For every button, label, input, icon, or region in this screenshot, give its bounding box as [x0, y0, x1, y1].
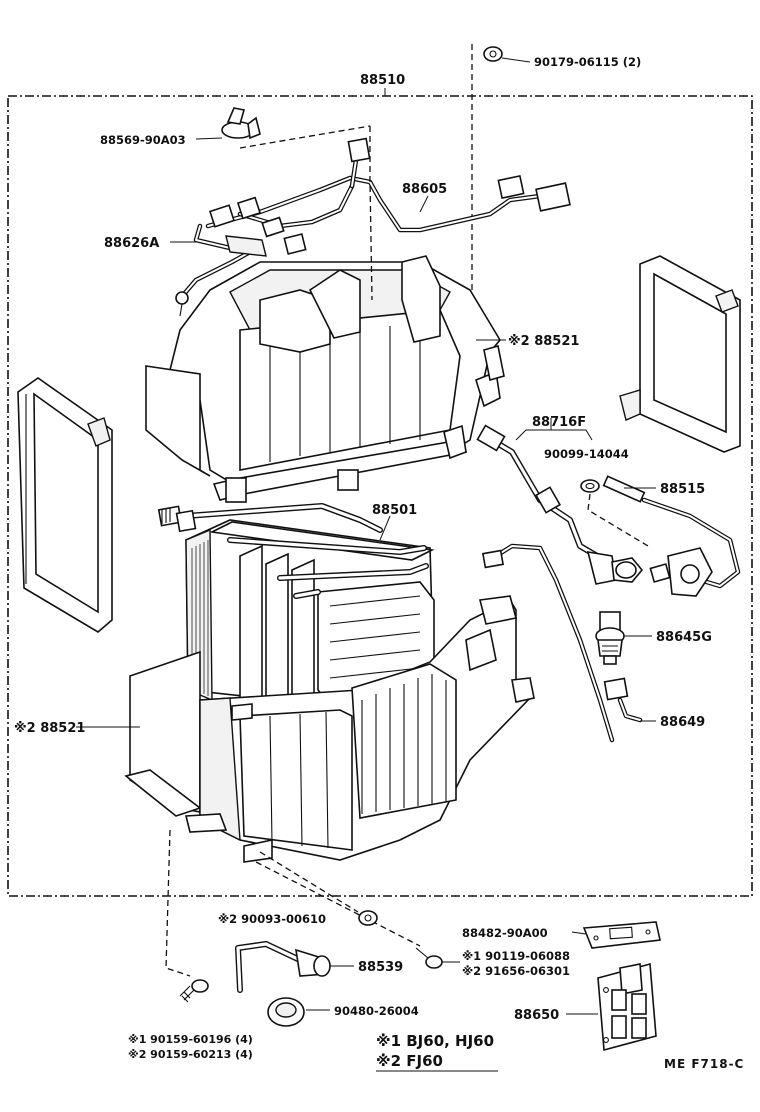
label-88569: 88569-90A03 [100, 133, 186, 147]
label-90480: 90480-26004 [334, 1004, 419, 1018]
thermistor-88515 [602, 475, 741, 597]
label-88605: 88605 [402, 182, 447, 197]
legend-line-2: ※2 FJ60 [376, 1052, 443, 1070]
pressure-switch [595, 611, 652, 665]
upper-case [145, 255, 505, 503]
label-90179: 90179-06115 (2) [534, 55, 641, 69]
label-88539: 88539 [358, 960, 403, 975]
wire-88649 [481, 543, 656, 743]
label-88515: 88515 [660, 482, 705, 497]
nut-90093 [358, 910, 378, 926]
assembly-frame [7, 95, 753, 897]
left-filter-frame [17, 377, 113, 633]
label-88521-bottom: ※2 88521 [14, 721, 85, 736]
label-88510: 88510 [360, 73, 405, 88]
hose-88539 [235, 941, 354, 993]
right-filter-frame [619, 255, 741, 453]
bolt-90159 [179, 979, 209, 1003]
label-88645g: 88645G [656, 630, 712, 645]
label-90159-b: ※2 90159-60213 (4) [128, 1048, 253, 1061]
label-88626a: 88626A [104, 236, 159, 251]
label-88716f: 88716F [532, 415, 586, 430]
wire-harness [175, 125, 571, 317]
screw-90119 [415, 947, 460, 969]
relay-88650 [566, 962, 657, 1052]
plate-88482 [571, 921, 661, 949]
label-88650: 88650 [514, 1008, 559, 1023]
grommet-90480 [267, 997, 330, 1027]
label-91656: ※2 91656-06301 [462, 964, 570, 978]
legend-line-1: ※1 BJ60, HJ60 [376, 1032, 494, 1050]
bolt-90179 [459, 44, 531, 299]
clamp-88569 [195, 107, 261, 140]
figure-code: ME F718-C [664, 1057, 744, 1071]
label-88482: 88482-90A00 [462, 926, 548, 940]
label-88649: 88649 [660, 715, 705, 730]
label-90093: ※2 90093-00610 [218, 912, 326, 926]
label-88501: 88501 [372, 503, 417, 518]
expansion-pipe [476, 418, 649, 585]
label-90099: 90099-14044 [544, 447, 629, 461]
label-90159-a: ※1 90159-60196 (4) [128, 1033, 253, 1046]
label-88521-top: ※2 88521 [508, 334, 579, 349]
label-90119: ※1 90119-06088 [462, 949, 570, 963]
lower-case [124, 595, 535, 977]
